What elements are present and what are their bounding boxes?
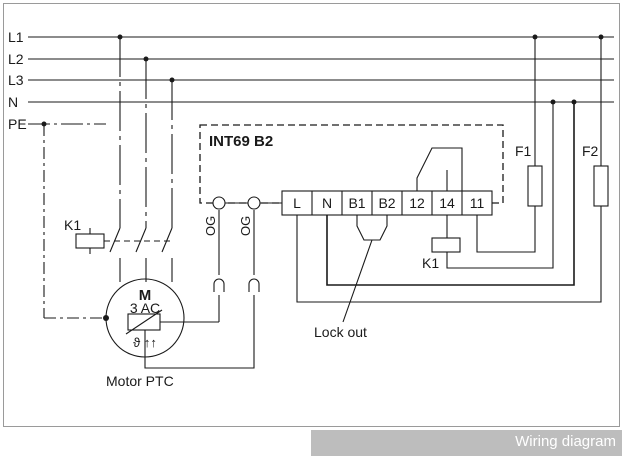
relay-contact	[416, 147, 463, 191]
k1-contact-3	[161, 227, 173, 253]
fuse-f1-label: F1	[515, 143, 532, 159]
terminal-label: 14	[439, 195, 455, 211]
og1-plug	[213, 278, 225, 292]
fuse-f2	[593, 165, 609, 207]
k1-right-label: K1	[422, 255, 439, 271]
k1-contact-2	[135, 227, 147, 253]
line-l3-label: L3	[8, 72, 24, 88]
k1-left-label: K1	[64, 217, 81, 233]
fuse-f1	[527, 165, 543, 207]
terminal-label: 11	[470, 195, 485, 211]
lockout-pointer	[342, 239, 373, 323]
terminal-label: N	[322, 195, 332, 211]
k1-contact-1	[109, 227, 121, 253]
diagram-frame	[3, 3, 620, 427]
wiring-diagram: L1 L2 L3 N PE INT69 B2 OG OG L N B1 B2 1…	[8, 29, 614, 389]
terminal-label: 12	[409, 195, 425, 211]
module-title: INT69 B2	[209, 133, 273, 150]
terminal-labels: L N B1 B2 12 14 11	[293, 195, 484, 211]
junction-dot	[571, 99, 577, 105]
junction-dot	[117, 34, 123, 40]
lockout-label: Lock out	[314, 324, 367, 340]
terminal-l-wire	[296, 206, 602, 303]
footer-bar: Wiring diagram	[311, 430, 622, 456]
line-pe-label: PE	[8, 116, 27, 132]
k1-coil-left	[75, 233, 105, 249]
junction-dot	[550, 99, 556, 105]
line-l1-label: L1	[8, 29, 24, 45]
fuse-f2-label: F2	[582, 143, 599, 159]
ptc-slash	[125, 309, 163, 335]
line-n-label: N	[8, 94, 18, 110]
motor-phase: 3 AC	[130, 300, 160, 316]
og1-label: OG	[203, 216, 218, 236]
og2-plug	[248, 278, 260, 292]
junction-dot	[103, 315, 109, 321]
lockout-bridge	[356, 215, 388, 241]
k1-coil-neutral-wire	[446, 102, 554, 269]
terminal-label: L	[293, 195, 301, 211]
junction-dot	[532, 34, 538, 40]
terminal-label: B2	[378, 195, 395, 211]
og2-label: OG	[238, 216, 253, 236]
og1-terminal	[212, 196, 226, 210]
junction-dot	[143, 56, 149, 62]
terminal-label: B1	[348, 195, 365, 211]
junction-dot	[169, 77, 175, 83]
terminal-11-wire	[476, 206, 536, 253]
k1-coil-right	[431, 237, 461, 253]
og2-terminal	[247, 196, 261, 210]
footer-label: Wiring diagram	[515, 433, 616, 450]
motor-caption: Motor PTC	[106, 373, 174, 389]
motor-letter: M	[139, 287, 152, 304]
junction-dot	[41, 121, 47, 127]
line-l2-label: L2	[8, 51, 24, 67]
terminal-n-wire	[326, 102, 575, 286]
ptc-symbol: ϑ ↑↑	[133, 335, 157, 350]
junction-dot	[598, 34, 604, 40]
ptc-wire-2	[144, 295, 255, 369]
